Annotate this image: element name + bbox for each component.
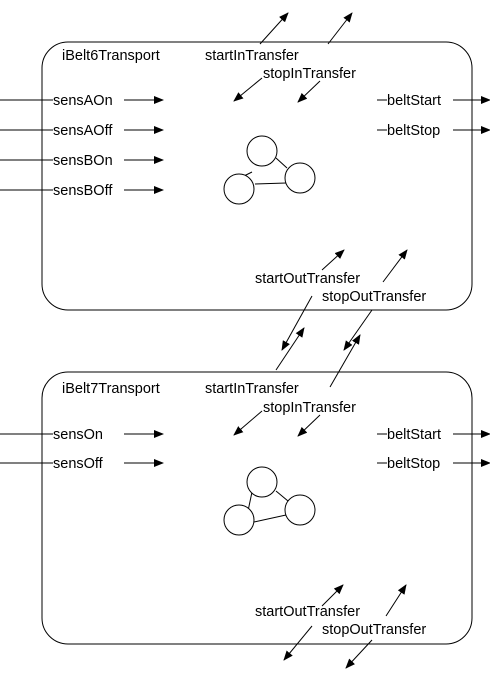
input-port-sensaon: sensAOn bbox=[0, 93, 164, 109]
output-port-beltstart: beltStart bbox=[377, 427, 490, 443]
state-machine-icon bbox=[223, 135, 316, 205]
block-ibelt6transport: iBelt6Transport sensAOn sensAOff sensBOn… bbox=[0, 12, 490, 351]
block-ibelt7transport: iBelt7Transport sensOn sensOff beltStart… bbox=[0, 327, 490, 669]
arrow-up-icon bbox=[329, 334, 361, 388]
arrow-down-icon bbox=[281, 295, 313, 351]
arrow-out-icon bbox=[321, 249, 345, 271]
bottom-port-startouttransfer: startOutTransfer bbox=[255, 249, 360, 351]
port-label: stopInTransfer bbox=[263, 400, 356, 416]
input-label: sensBOff bbox=[53, 183, 113, 199]
arrow-in-icon bbox=[233, 77, 263, 102]
bottom-port-stopouttransfer: stopOutTransfer bbox=[322, 249, 426, 351]
block-frame bbox=[41, 371, 473, 645]
input-port-sensaoff: sensAOff bbox=[0, 123, 164, 139]
block-title: iBelt6Transport bbox=[62, 48, 160, 64]
port-label: stopOutTransfer bbox=[322, 622, 426, 638]
arrow-out-icon bbox=[382, 249, 408, 283]
port-label: startOutTransfer bbox=[255, 604, 360, 620]
arrow-down-icon bbox=[345, 639, 373, 669]
input-label: sensOn bbox=[53, 427, 103, 443]
arrow-in-icon bbox=[297, 414, 321, 437]
arrow-out-icon bbox=[321, 584, 344, 607]
top-port-stopintransfer: stopInTransfer bbox=[263, 12, 356, 103]
output-label: beltStart bbox=[387, 427, 441, 443]
port-label: stopOutTransfer bbox=[322, 289, 426, 305]
bottom-port-stopouttransfer: stopOutTransfer bbox=[322, 584, 426, 669]
output-port-beltstop: beltStop bbox=[377, 456, 490, 472]
top-port-stopintransfer: stopInTransfer bbox=[263, 334, 361, 437]
port-label: startInTransfer bbox=[205, 381, 299, 397]
block-frame bbox=[41, 41, 473, 311]
top-port-startintransfer: startInTransfer bbox=[205, 12, 299, 102]
input-label: sensBOn bbox=[53, 153, 113, 169]
arrow-out-icon bbox=[259, 12, 289, 45]
output-label: beltStop bbox=[387, 123, 440, 139]
output-label: beltStart bbox=[387, 93, 441, 109]
port-label: startInTransfer bbox=[205, 48, 299, 64]
top-port-startintransfer: startInTransfer bbox=[205, 327, 305, 436]
input-port-sensboff: sensBOff bbox=[0, 183, 164, 199]
input-port-sensbon: sensBOn bbox=[0, 153, 164, 169]
input-port-senson: sensOn bbox=[0, 427, 164, 443]
input-label: sensAOff bbox=[53, 123, 113, 139]
arrow-out-icon bbox=[385, 584, 407, 617]
arrow-down-icon bbox=[343, 309, 373, 351]
block-title: iBelt7Transport bbox=[62, 381, 160, 397]
arrow-up-icon bbox=[275, 327, 305, 371]
bottom-port-startouttransfer: startOutTransfer bbox=[255, 584, 360, 661]
arrow-out-icon bbox=[327, 12, 353, 45]
port-label: stopInTransfer bbox=[263, 66, 356, 82]
arrow-in-icon bbox=[297, 80, 321, 103]
arrow-down-icon bbox=[283, 625, 313, 661]
input-label: sensAOn bbox=[53, 93, 113, 109]
output-port-beltstart: beltStart bbox=[377, 93, 490, 109]
arrow-in-icon bbox=[233, 410, 263, 436]
output-port-beltstop: beltStop bbox=[377, 123, 490, 139]
state-machine-icon bbox=[223, 466, 316, 536]
output-label: beltStop bbox=[387, 456, 440, 472]
input-label: sensOff bbox=[53, 456, 104, 472]
input-port-sensoff: sensOff bbox=[0, 456, 164, 472]
port-label: startOutTransfer bbox=[255, 271, 360, 287]
